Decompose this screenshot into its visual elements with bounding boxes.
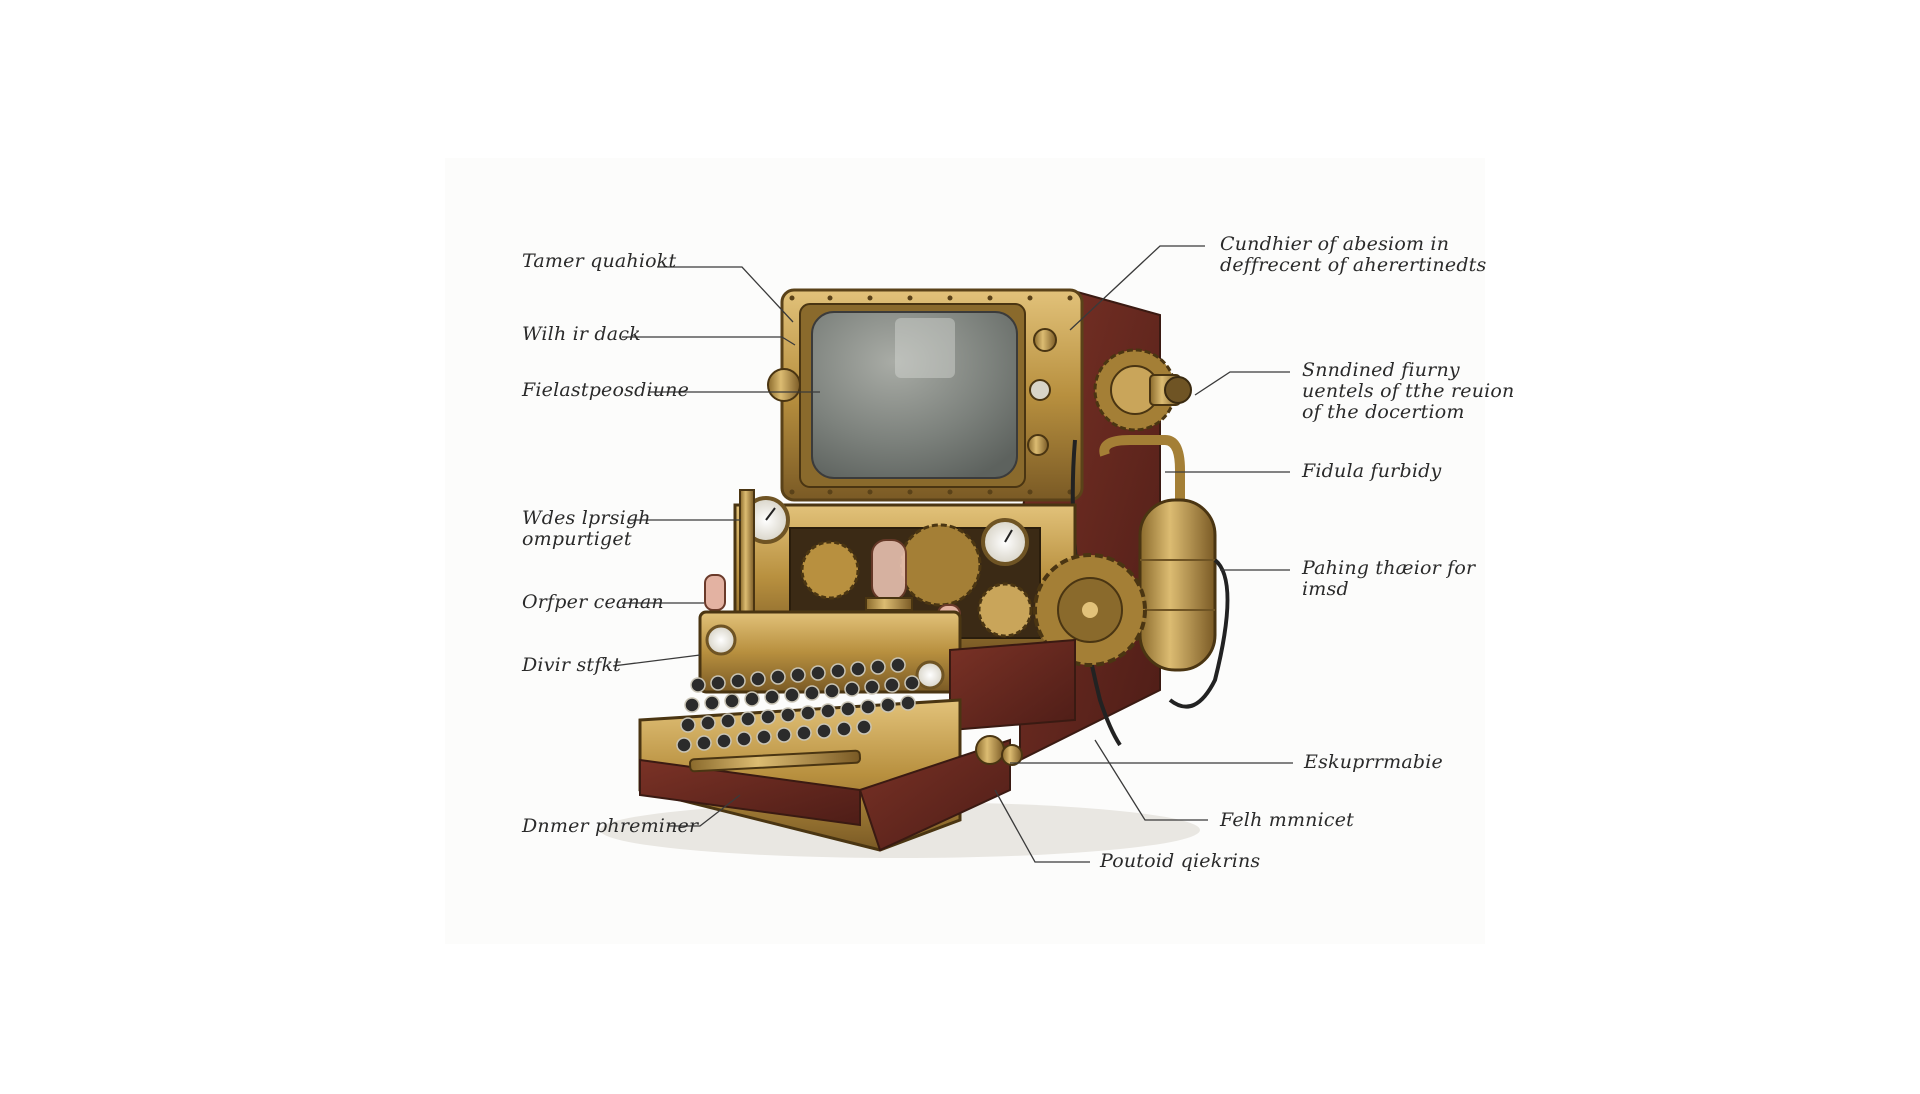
label-felh-mmnicet: Felh mmnicet [1220,809,1355,831]
label-orfper-ceanan: Orfper ceanan [522,591,664,613]
label-tamer-quahiokt: Tamer quahiokt [522,250,677,272]
inner-gear-2 [898,523,982,607]
label-wilh-ir-dack: Wilh ir dack [522,323,641,345]
left-post [739,489,755,621]
label-pahing: Pahing thæior for imsd [1302,557,1476,600]
panel-gauge-left [705,624,737,656]
panel-gauge-right [915,660,945,690]
base-side-wood [858,738,1011,852]
monitor-knob-low [1027,434,1049,456]
vacuum-tube-center [871,539,907,601]
label-snndined-fiurny: Snndined fiurny uentels of tthe reuion o… [1302,359,1515,423]
crt-screen [811,311,1018,479]
keyboard-wood-front [639,758,861,827]
space-bar [689,749,861,773]
label-poutoid-qiekrins: Poutoid qiekrins [1100,850,1261,872]
monitor-side-knob [767,368,801,402]
leader-lines [612,245,1293,863]
monitor-rivets [789,295,1073,495]
label-fielastpeosdiune: Fielastpeosdiune [522,379,690,401]
vacuum-tube-left [704,574,726,611]
inner-gear-1 [800,540,860,600]
screen-glare [895,318,955,378]
monitor-knob-top [1033,328,1057,352]
label-cundhier: Cundhier of abesiom in deffrecent of ahe… [1220,233,1487,276]
label-eskuprrmabie: Eskuprrmabie [1304,751,1443,773]
label-fidula-furbidy: Fidula furbidy [1302,460,1442,482]
base-knob [975,735,1005,765]
front-wood-panel [949,638,1076,732]
boiler-tank [1138,498,1217,672]
pipe [1099,435,1185,505]
label-dnmer-phreminer: Dnmer phreminer [522,815,699,837]
monitor-knob-mid [1029,379,1051,401]
cable [1168,558,1230,709]
typewriter-keys [676,657,920,753]
label-divir-stfkt: Divir stfkt [522,654,622,676]
inner-gear-3 [977,582,1033,638]
label-wdes-lprsigh: Wdes lprsigh ompurtiget [522,507,651,550]
